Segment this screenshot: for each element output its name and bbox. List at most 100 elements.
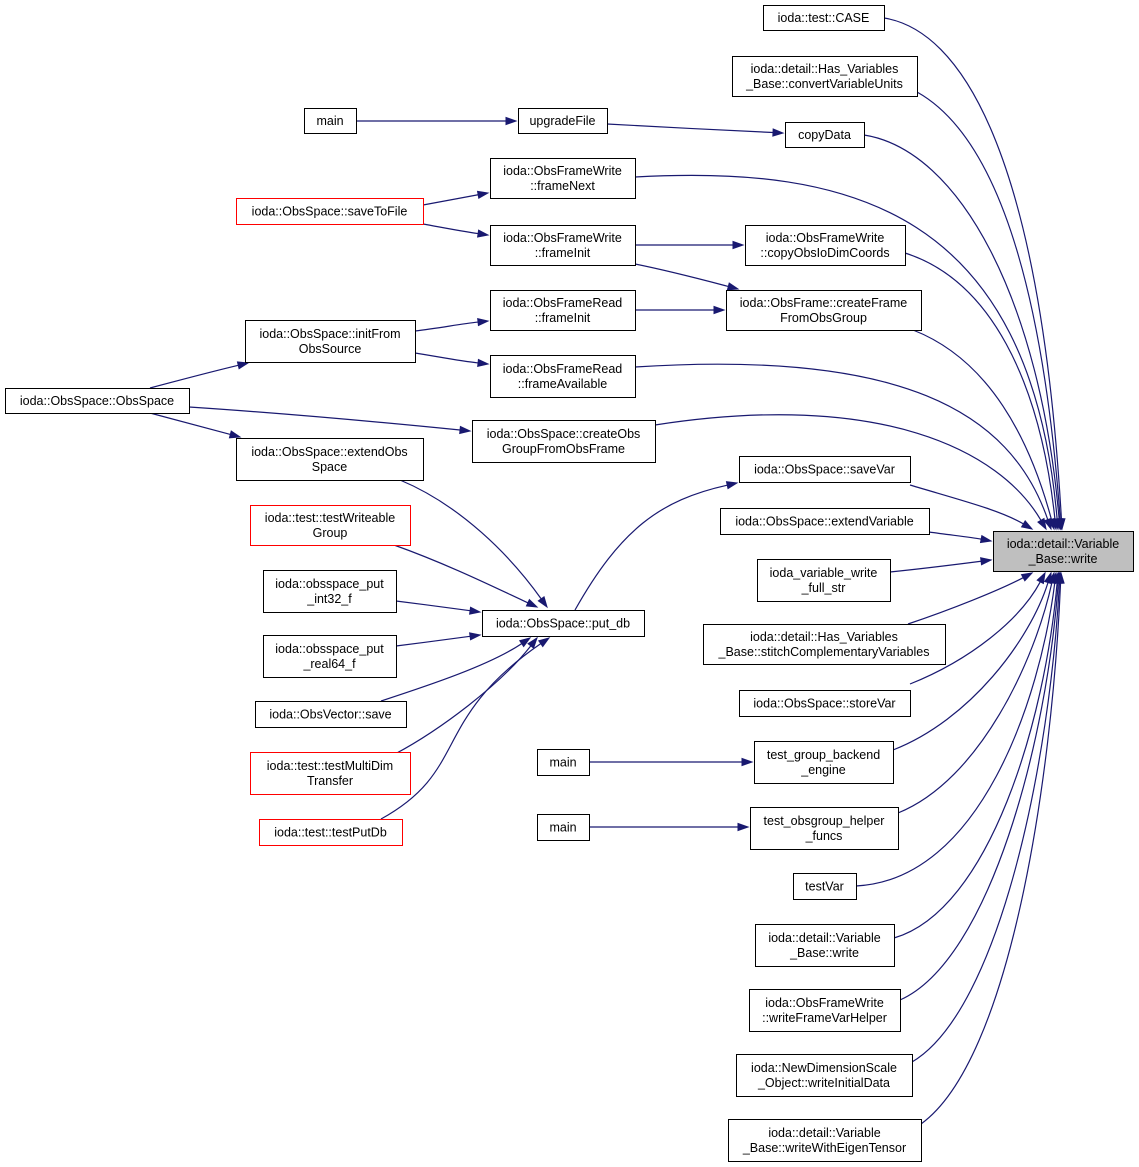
node-box	[472, 420, 656, 463]
function-node[interactable]: ioda::ObsFrameRead::frameAvailable	[490, 355, 636, 398]
edge-line	[393, 544, 529, 604]
node-box	[754, 741, 894, 784]
function-node[interactable]: ioda::obsspace_put_int32_f	[263, 570, 397, 613]
node-box	[749, 989, 901, 1032]
node-box	[785, 122, 865, 148]
call-edge-main3-to-tohf	[589, 822, 750, 832]
node-box	[245, 320, 416, 363]
function-node[interactable]: main	[304, 108, 357, 134]
node-label-line: _funcs	[805, 829, 843, 843]
node-label-line: _Base::stitchComplementaryVariables	[718, 645, 930, 659]
node-label-line: ioda::obsspace_put	[275, 577, 384, 591]
function-node[interactable]: ioda::ObsFrameWrite::copyObsIoDimCoords	[745, 225, 906, 266]
node-label-line: ::copyObsIoDimCoords	[760, 246, 889, 260]
call-edge-createobs-to-target	[654, 414, 1047, 531]
call-edge-frinit-to-createframe	[635, 305, 726, 315]
node-label-line: Space	[312, 460, 347, 474]
function-node[interactable]: ioda::ObsSpace::createObsGroupFromObsFra…	[472, 420, 656, 463]
function-node[interactable]: ioda::detail::Variable_Base::write	[755, 924, 895, 967]
node-label-line: GroupFromObsFrame	[502, 442, 625, 456]
node-label-line: ioda::ObsFrameWrite	[503, 231, 622, 245]
function-node[interactable]: ioda::detail::Has_Variables_Base::stitch…	[703, 624, 946, 665]
edge-line	[892, 582, 1049, 751]
node-box	[726, 290, 922, 331]
arrowhead-icon	[741, 757, 754, 767]
node-label-line: ioda::ObsSpace::extendObs	[251, 445, 407, 459]
function-node[interactable]: upgradeFile	[518, 108, 608, 134]
function-node[interactable]: main	[537, 749, 590, 776]
call-edge-obsspace-to-initfrom	[149, 361, 250, 389]
function-node[interactable]: ioda::ObsSpace::ObsSpace	[5, 388, 190, 414]
function-node[interactable]: ioda::ObsFrameWrite::frameInit	[490, 225, 636, 266]
arrowhead-icon	[525, 598, 539, 608]
call-edge-putdb-to-savevar	[574, 481, 739, 611]
node-label-line: ioda::detail::Has_Variables	[751, 62, 899, 76]
edge-line	[380, 643, 542, 820]
arrowhead-icon	[1020, 520, 1034, 530]
function-node[interactable]: ioda::ObsSpace::extendVariable	[720, 508, 930, 535]
node-box	[763, 5, 885, 31]
node-box	[993, 531, 1134, 572]
function-node[interactable]: test_obsgroup_helper_funcs	[750, 807, 899, 850]
function-node[interactable]: ioda::ObsSpace::saveToFile	[236, 198, 424, 225]
node-label-line: test_group_backend	[767, 748, 880, 762]
function-node[interactable]: ioda::test::testPutDb	[259, 819, 403, 846]
node-box	[263, 635, 397, 678]
call-edge-obsspace-to-createobs	[188, 406, 472, 435]
node-label-line: ioda_variable_write	[770, 566, 878, 580]
function-node[interactable]: ioda::NewDimensionScale_Object::writeIni…	[736, 1054, 913, 1097]
call-edge-createframe-to-target	[912, 329, 1056, 531]
edge-line	[893, 582, 1058, 939]
function-node[interactable]: ioda::test::CASE	[763, 5, 885, 31]
call-edge-main2-to-tgbe	[589, 757, 754, 767]
edge-line	[422, 194, 479, 206]
edge-line	[904, 252, 1056, 520]
function-node[interactable]: ioda::ObsFrameWrite::writeFrameVarHelper	[749, 989, 901, 1032]
call-edge-initfrom-to-fravail	[414, 352, 490, 368]
edge-line	[920, 582, 1062, 1125]
call-edge-initfrom-to-frinit	[414, 317, 490, 332]
function-node[interactable]: ioda::ObsSpace::saveVar	[739, 456, 911, 483]
call-edge-copyobs-to-target	[904, 252, 1060, 531]
node-label-line: main	[549, 821, 576, 835]
node-box	[482, 610, 645, 637]
node-box	[490, 290, 636, 331]
function-node[interactable]: ioda::detail::Variable_Base::writeWithEi…	[728, 1119, 922, 1162]
function-node[interactable]: ioda::ObsSpace::storeVar	[739, 690, 911, 717]
edge-line	[889, 560, 982, 573]
node-label-line: ioda::ObsSpace::put_db	[496, 617, 630, 631]
arrowhead-icon	[537, 637, 551, 648]
node-label-line: ::frameInit	[535, 246, 591, 260]
function-node[interactable]: copyData	[785, 122, 865, 148]
function-node[interactable]: main	[537, 814, 590, 841]
node-label-line: ioda::detail::Variable	[1007, 537, 1119, 551]
function-node[interactable]: ioda::ObsSpace::put_db	[482, 610, 645, 637]
call-edge-fwinit-to-createframe	[634, 263, 740, 291]
function-node[interactable]: testVar	[793, 873, 857, 900]
function-node[interactable]: ioda::ObsFrameRead::frameInit	[490, 290, 636, 331]
function-node[interactable]: test_group_backend_engine	[754, 741, 894, 784]
function-node[interactable]: ioda::obsspace_put_real64_f	[263, 635, 397, 678]
call-edge-vwfull-to-target	[889, 557, 993, 573]
focus-node[interactable]: ioda::detail::Variable_Base::write	[993, 531, 1134, 572]
edge-line	[912, 329, 1052, 520]
call-edge-fwinit-to-copyobs	[635, 240, 745, 250]
node-label-line: _full_str	[801, 581, 846, 595]
arrowhead-icon	[1020, 572, 1034, 582]
node-box	[732, 56, 918, 97]
function-node[interactable]: ioda_variable_write_full_str	[757, 559, 891, 602]
node-box	[745, 225, 906, 266]
node-label-line: ioda::NewDimensionScale	[751, 1061, 897, 1075]
function-node[interactable]: ioda::detail::Has_Variables_Base::conver…	[732, 56, 918, 97]
arrowhead-icon	[737, 822, 750, 832]
function-node[interactable]: ioda::ObsVector::save	[255, 701, 407, 728]
edge-line	[883, 17, 1063, 520]
arrowhead-icon	[477, 358, 490, 368]
node-label-line: ioda::ObsFrameWrite	[766, 231, 885, 245]
function-node[interactable]: ioda::ObsFrameWrite::frameNext	[490, 158, 636, 199]
